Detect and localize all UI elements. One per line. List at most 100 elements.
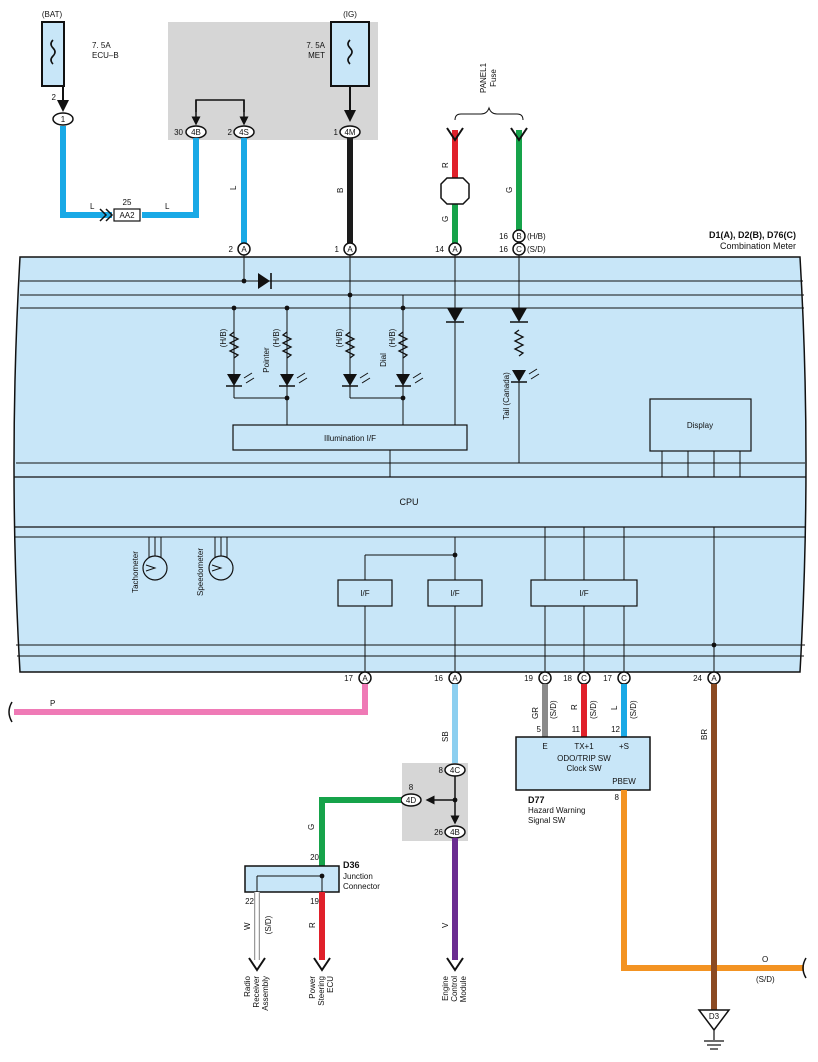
svg-text:D3: D3: [709, 1012, 720, 1021]
svg-text:(S/D): (S/D): [629, 700, 638, 719]
fuse-name: MET: [308, 51, 325, 60]
svg-text:O: O: [762, 955, 768, 964]
illumination-if-block: [232, 424, 468, 451]
fuse-icon: [50, 39, 56, 65]
tachometer-label: Tachometer: [131, 551, 140, 593]
svg-text:Hazard Warning: Hazard Warning: [528, 806, 586, 815]
svg-text:L: L: [90, 202, 95, 211]
resistor-icon: [281, 331, 293, 359]
svg-text:R: R: [570, 704, 579, 710]
svg-text:AA2: AA2: [119, 211, 135, 220]
resistor-icon: [344, 331, 356, 359]
svg-text:19: 19: [310, 897, 319, 906]
svg-text:Junction: Junction: [343, 872, 373, 881]
svg-text:Control: Control: [450, 976, 459, 1002]
svg-text:1: 1: [334, 128, 339, 137]
svg-text:Illumination I/F: Illumination I/F: [324, 434, 376, 443]
speedometer-icon: [208, 537, 234, 581]
svg-text:L: L: [229, 185, 238, 190]
svg-text:I/F: I/F: [450, 589, 459, 598]
speedometer-label: Speedometer: [196, 548, 205, 596]
meter-outline: [13, 256, 807, 673]
svg-text:19: 19: [524, 674, 533, 683]
svg-text:GR: GR: [531, 707, 540, 719]
svg-text:12: 12: [611, 725, 620, 734]
svg-text:SB: SB: [441, 731, 450, 742]
svg-text:(H/B): (H/B): [527, 232, 546, 241]
fuse-box: [330, 21, 370, 87]
combination-meter: CPU (H/B) (H/B) (H/B) (H/B) Pointer Dial: [13, 255, 807, 673]
fuse-ecu-b: (BAT) 7. 5A ECU–B 2 1: [41, 10, 119, 126]
junction-block-bottom: 4C 8 4D 8 4B 26: [400, 763, 468, 841]
svg-text:PANEL1: PANEL1: [479, 62, 488, 93]
svg-text:ECU: ECU: [326, 976, 335, 993]
junction-connector-d36: D36 Junction Connector 22 19: [244, 860, 380, 906]
svg-text:P: P: [50, 699, 55, 708]
svg-text:A: A: [711, 674, 717, 683]
svg-text:A: A: [241, 245, 247, 254]
svg-text:B: B: [336, 188, 345, 193]
svg-text:C: C: [516, 245, 522, 254]
svg-text:Engine: Engine: [441, 975, 450, 1000]
svg-text:TX+1: TX+1: [574, 742, 594, 751]
fuse-met: (IG) 7. 5A MET 1 4M: [306, 10, 370, 139]
fuse-rating: 7. 5A: [306, 41, 325, 50]
svg-text:14: 14: [435, 245, 444, 254]
svg-text:22: 22: [245, 897, 254, 906]
svg-text:G: G: [505, 187, 514, 193]
fuse-rating: 7. 5A: [92, 41, 111, 50]
svg-text:(S/D): (S/D): [756, 975, 775, 984]
diode-icon: [447, 308, 463, 322]
svg-text:BR: BR: [700, 729, 709, 740]
d77-id: D77: [528, 795, 545, 805]
svg-text:20: 20: [310, 853, 319, 862]
svg-text:Module: Module: [459, 975, 468, 1002]
tail-label: Tail (Canada): [502, 372, 511, 420]
svg-text:1: 1: [335, 245, 340, 254]
svg-text:4B: 4B: [450, 828, 460, 837]
svg-text:V: V: [441, 922, 450, 928]
svg-text:Signal SW: Signal SW: [528, 816, 566, 825]
svg-text:4S: 4S: [239, 128, 249, 137]
if-block-2: [427, 579, 483, 607]
diode-icon: [511, 308, 527, 322]
led-icon: [226, 372, 255, 387]
svg-text:17: 17: [603, 674, 612, 683]
ground-icon: D3: [697, 1009, 731, 1050]
svg-text:17: 17: [344, 674, 353, 683]
wire-l-bat: L L AA2 25: [60, 126, 199, 222]
svg-text:18: 18: [563, 674, 572, 683]
svg-text:16: 16: [499, 245, 508, 254]
svg-text:Steering: Steering: [317, 976, 326, 1006]
svg-text:30: 30: [174, 128, 183, 137]
svg-text:(H/B): (H/B): [219, 328, 228, 347]
resistor-icon: [228, 331, 240, 359]
svg-text:24: 24: [693, 674, 702, 683]
wire-l-4s: L: [229, 138, 247, 243]
svg-text:L: L: [610, 705, 619, 710]
svg-text:(S/D): (S/D): [527, 245, 546, 254]
svg-text:5: 5: [537, 725, 542, 734]
svg-text:A: A: [452, 674, 458, 683]
svg-text:16: 16: [499, 232, 508, 241]
svg-text:8: 8: [439, 766, 444, 775]
svg-text:(H/B): (H/B): [272, 328, 281, 347]
hazard-switch-d77: E TX+1 +S ODO/TRIP SW Clock SW PBEW D77 …: [515, 736, 651, 825]
svg-text:(H/B): (H/B): [388, 328, 397, 347]
svg-text:I/F: I/F: [579, 589, 588, 598]
connector-octagon: [440, 177, 470, 205]
svg-text:C: C: [542, 674, 548, 683]
svg-text:11: 11: [572, 725, 581, 734]
svg-text:1: 1: [61, 115, 66, 124]
svg-text:A: A: [452, 245, 458, 254]
fuse-icon: [347, 39, 353, 65]
fuse-name: ECU–B: [92, 51, 119, 60]
svg-text:Connector: Connector: [343, 882, 380, 891]
wire-b-met: B: [336, 138, 353, 243]
svg-text:25: 25: [123, 198, 132, 207]
diode-icon: [258, 273, 270, 289]
svg-text:C: C: [621, 674, 627, 683]
svg-text:16: 16: [434, 674, 443, 683]
